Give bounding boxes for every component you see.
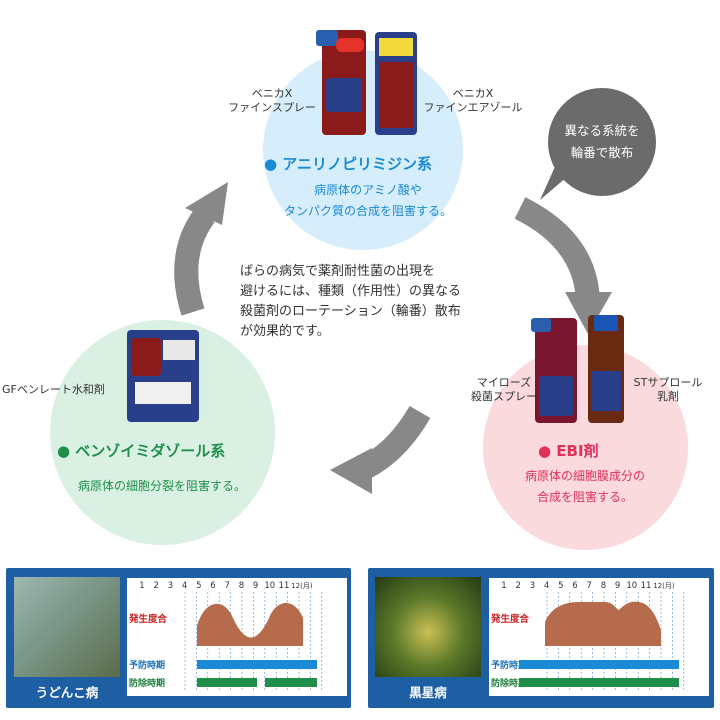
control-label: 防除時期 bbox=[491, 677, 527, 689]
my-rose-spray-image bbox=[531, 318, 577, 423]
benzimidazole-description: 病原体の細胞分裂を阻害する。 bbox=[77, 479, 246, 493]
product-label-my-rose: マイローズ 殺菌スプレー bbox=[468, 376, 540, 404]
st-saprol-image bbox=[588, 315, 624, 423]
control-label: 防除時期 bbox=[129, 677, 165, 689]
product-name: ファインスプレー bbox=[228, 101, 316, 114]
prevention-bar bbox=[197, 660, 317, 669]
powdery-mildew-photo bbox=[14, 577, 120, 677]
occurrence-label: 発生度合 bbox=[128, 613, 168, 625]
month-label: 10 bbox=[626, 581, 637, 591]
desc-line: 病原体の細胞膜成分の bbox=[524, 469, 645, 483]
control-bar bbox=[265, 678, 317, 687]
month-label: 8 bbox=[239, 581, 244, 591]
product-name: STサプロール bbox=[633, 376, 703, 389]
benzimidazole-title: ● ベンゾイミダゾール系 bbox=[57, 442, 226, 460]
desc-line: 病原体のアミノ酸や bbox=[314, 183, 422, 197]
product-name: 乳剤 bbox=[657, 390, 679, 403]
month-label: 7 bbox=[224, 581, 229, 591]
center-line: 殺菌剤のローテーション（輪番）散布 bbox=[240, 304, 461, 319]
occurrence-label: 発生度合 bbox=[490, 613, 530, 625]
month-label: 1 bbox=[139, 581, 144, 591]
month-label: 12(月) bbox=[653, 582, 675, 590]
center-line: 避けるには、種類（作用性）の異なる bbox=[240, 284, 462, 299]
month-label: 11 bbox=[279, 581, 290, 591]
month-label: 6 bbox=[210, 581, 215, 591]
benica-x-fine-spray-image bbox=[316, 30, 366, 135]
month-label: 6 bbox=[572, 581, 577, 591]
month-label: 5 bbox=[558, 581, 563, 591]
bubble-tail bbox=[540, 160, 575, 200]
anilino-title: ● アニリノピリミジン系 bbox=[264, 155, 433, 173]
product-label-st-saprol: STサプロール 乳剤 bbox=[628, 376, 708, 404]
black-spot-caption: 黒星病 bbox=[409, 685, 447, 700]
product-name: マイローズ bbox=[476, 376, 532, 389]
prevention-label: 予防時期 bbox=[129, 659, 165, 671]
anilino-description: 病原体のアミノ酸や タンパク質の合成を阻害する。 bbox=[273, 180, 463, 222]
desc-line: タンパク質の合成を阻害する。 bbox=[283, 204, 452, 218]
benica-x-fine-aerosol-image bbox=[375, 32, 417, 135]
bubble-line1: 異なる系統を bbox=[564, 123, 640, 138]
product-name: ベニカX bbox=[452, 87, 494, 100]
gf-benlate-image bbox=[127, 330, 199, 422]
control-bar bbox=[519, 678, 679, 687]
month-label: 2 bbox=[153, 581, 158, 591]
ebi-description: 病原体の細胞膜成分の 合成を阻害する。 bbox=[495, 466, 675, 508]
month-label: 3 bbox=[168, 581, 173, 591]
month-label: 8 bbox=[601, 581, 606, 591]
product-label-gf-benlate: GFベンレート水和剤 bbox=[2, 383, 105, 396]
product-label-fine-aerosol: ベニカX ファインエアゾール bbox=[418, 87, 528, 115]
center-explanation: ばらの病気で薬剤耐性菌の出現を 避けるには、種類（作用性）の異なる 殺菌剤のロー… bbox=[240, 262, 515, 342]
month-label: 11 bbox=[641, 581, 652, 591]
bubble-line2: 輪番で散布 bbox=[570, 145, 634, 160]
month-label: 7 bbox=[586, 581, 591, 591]
month-label: 12(月) bbox=[291, 582, 313, 590]
product-name: ファインエアゾール bbox=[423, 101, 523, 114]
black-spot-photo bbox=[375, 577, 481, 677]
prevention-label: 予防時期 bbox=[491, 659, 527, 671]
product-name: 殺菌スプレー bbox=[471, 390, 537, 403]
month-label: 4 bbox=[182, 581, 187, 591]
month-label: 4 bbox=[544, 581, 549, 591]
product-label-fine-spray: ベニカX ファインスプレー bbox=[222, 87, 322, 115]
desc-line: 合成を阻害する。 bbox=[536, 490, 633, 504]
month-label: 9 bbox=[253, 581, 258, 591]
prevention-bar bbox=[519, 660, 679, 669]
product-name: ベニカX bbox=[251, 87, 293, 100]
month-label: 5 bbox=[196, 581, 201, 591]
powdery-mildew-caption: うどんこ病 bbox=[35, 685, 99, 700]
ebi-circle bbox=[483, 345, 688, 550]
occurrence-area bbox=[545, 601, 661, 646]
month-label: 9 bbox=[615, 581, 620, 591]
control-bar bbox=[197, 678, 257, 687]
month-label: 2 bbox=[515, 581, 520, 591]
rotation-bubble: 異なる系統を 輪番で散布 bbox=[548, 88, 656, 196]
center-line: ばらの病気で薬剤耐性菌の出現を bbox=[240, 264, 436, 279]
occurrence-area bbox=[197, 603, 303, 646]
month-label: 10 bbox=[264, 581, 275, 591]
month-label: 1 bbox=[501, 581, 506, 591]
center-line: が効果的です。 bbox=[240, 324, 330, 339]
rotation-arrows bbox=[174, 182, 612, 494]
ebi-title: ● EBI剤 bbox=[538, 442, 599, 460]
month-label: 3 bbox=[530, 581, 535, 591]
